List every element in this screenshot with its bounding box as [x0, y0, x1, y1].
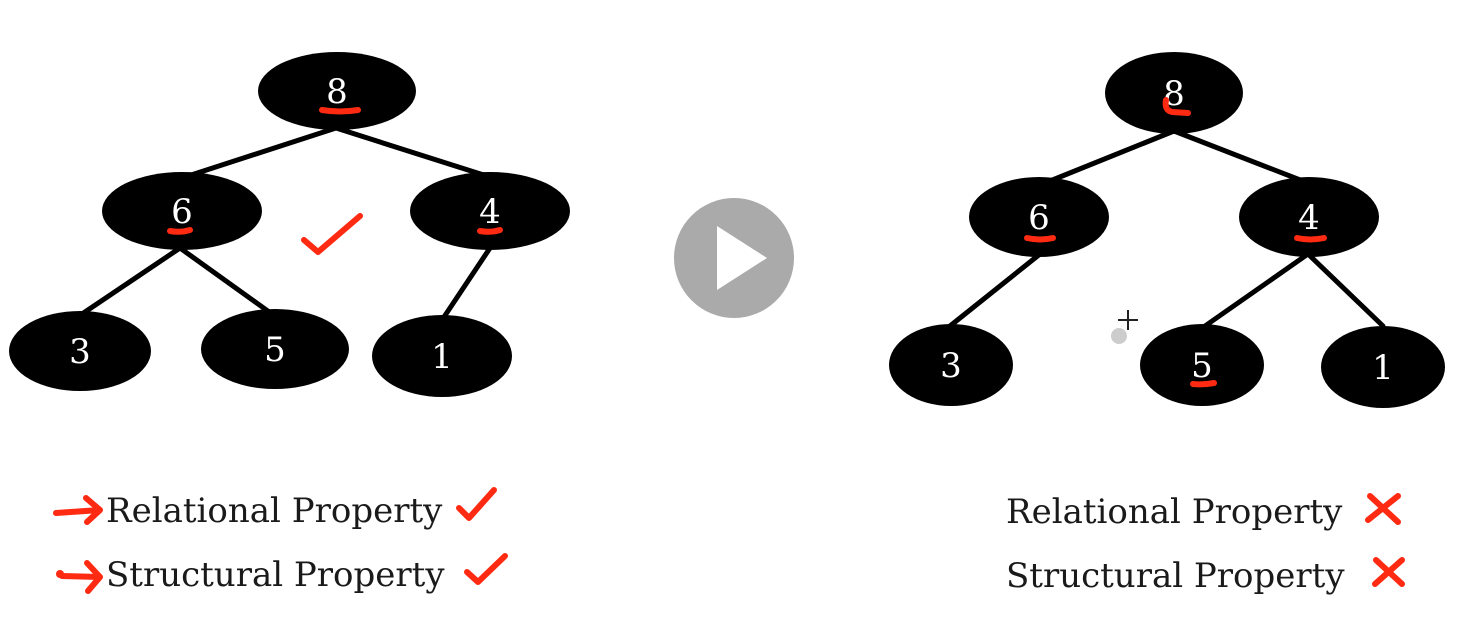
play-icon: [717, 226, 767, 290]
tree-node: 8: [258, 52, 416, 130]
tree-node: 4: [410, 172, 570, 250]
underline-mark: [1294, 235, 1327, 243]
tree-node: 5: [201, 309, 349, 389]
tree-node: 8: [1105, 52, 1243, 134]
edge-8-6: [1042, 128, 1177, 186]
left-tree: 8 6 4 3 5 1: [9, 52, 570, 397]
tree-node: 1: [1321, 326, 1445, 408]
node-label: 1: [1372, 348, 1394, 388]
check-mark-icon: [301, 213, 363, 255]
edge-6-3: [947, 251, 1043, 329]
tree-node: 4: [1239, 177, 1379, 257]
node-label: 1: [431, 337, 453, 377]
tree-node: 6: [102, 172, 262, 250]
underline-mark: [1162, 97, 1191, 116]
edge-4-5: [1202, 251, 1311, 329]
underline-mark: [477, 227, 503, 235]
cursor-crosshair-icon: [1111, 310, 1138, 344]
node-label: 4: [1298, 198, 1320, 238]
tree-node: 3: [889, 324, 1013, 406]
property-label: Relational Property: [1006, 492, 1343, 532]
property-label: Structural Property: [106, 555, 445, 595]
cross-mark-icon: [1372, 557, 1405, 587]
underline-mark: [319, 107, 361, 115]
underline-mark: [167, 227, 193, 235]
tree-node: 3: [9, 311, 151, 391]
arrow-icon: [53, 495, 103, 525]
property-label: Relational Property: [106, 491, 443, 531]
arrow-icon: [59, 560, 103, 594]
edge-8-4: [1171, 128, 1311, 186]
underline-mark: [1024, 235, 1056, 243]
edge-8-6: [182, 125, 339, 180]
node-label: 3: [69, 332, 91, 372]
check-mark-icon: [456, 487, 497, 521]
underline-mark: [1190, 380, 1217, 388]
edge-6-5: [177, 245, 275, 317]
edge-4-1: [1305, 251, 1386, 329]
node-label: 5: [1191, 346, 1213, 386]
node-label: 3: [940, 346, 962, 386]
edge-4-1: [439, 245, 493, 323]
tree-node: 6: [969, 177, 1109, 257]
cross-mark-icon: [1365, 493, 1401, 525]
right-tree: 8 6 4 3 5 1: [889, 52, 1445, 408]
node-label: 8: [326, 72, 348, 112]
node-label: 6: [1028, 198, 1050, 238]
play-button[interactable]: [674, 198, 794, 318]
property-label: Structural Property: [1006, 556, 1345, 596]
node-label: 4: [479, 192, 501, 232]
check-mark-icon: [464, 553, 508, 585]
tree-node: 1: [372, 315, 512, 397]
right-legend: Relational Property Structural Property: [1006, 492, 1405, 596]
left-legend: Relational Property Structural Property: [53, 487, 508, 595]
edge-6-3: [79, 245, 183, 317]
node-label: 5: [264, 330, 286, 370]
node-label: 6: [171, 192, 193, 232]
tree-node: 5: [1140, 324, 1264, 406]
edge-8-4: [333, 125, 493, 180]
